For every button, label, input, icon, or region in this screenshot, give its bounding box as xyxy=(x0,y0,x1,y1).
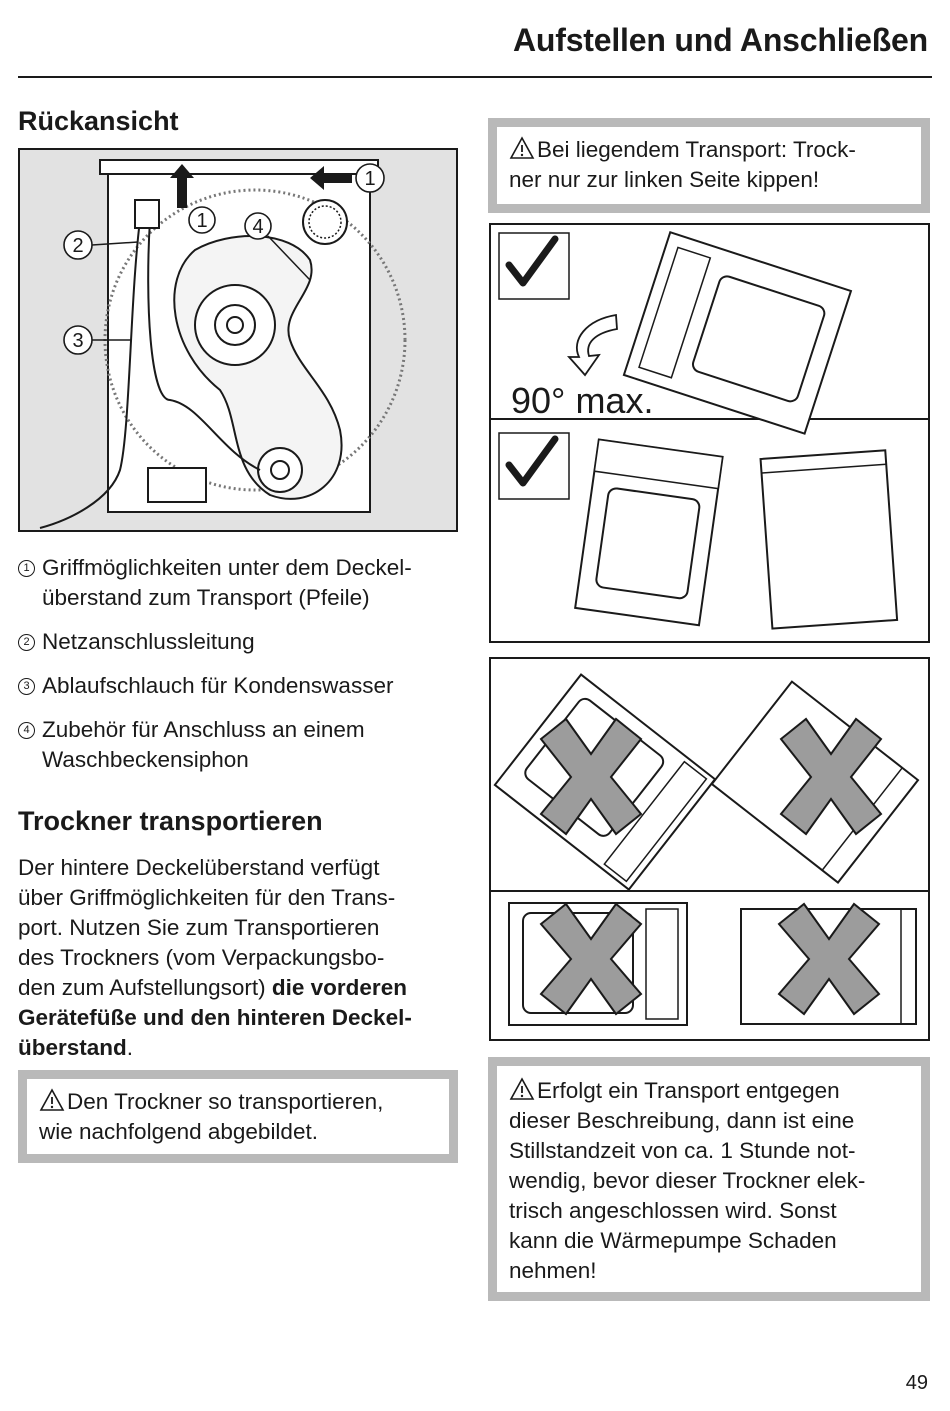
cross-icon xyxy=(539,902,643,1016)
callout-1-right: 1 xyxy=(364,168,375,190)
page-number: 49 xyxy=(905,1372,928,1394)
bold-text: Gerätefüße und den hinteren Deckel- xyxy=(18,1005,412,1030)
callout-2: 2 xyxy=(72,235,83,257)
rotate-arrow-icon xyxy=(566,313,618,377)
legend-text: Ablaufschlauch für Kondenswasser xyxy=(42,673,394,698)
cross-icon xyxy=(777,902,881,1016)
paragraph-line: Der hintere Deckelüberstand verfügt xyxy=(18,855,380,880)
transport-warning-box: Den Trockner so transportieren, wie nach… xyxy=(18,1070,458,1163)
transport-paragraph: Der hintere Deckelüberstand verfügt über… xyxy=(18,853,468,1063)
dryer-rear-illustration: 2 3 1 4 1 xyxy=(39,159,407,529)
forbidden-transport-illustration xyxy=(491,673,928,1026)
legend-text: Griffmöglichkeiten unter dem Deckel- xyxy=(42,555,412,580)
legend-text: Waschbeckensiphon xyxy=(42,747,249,772)
warning-text: Erfolgt ein Transport entgegen xyxy=(537,1078,840,1103)
warning-text: kann die Wärmepumpe Schaden xyxy=(509,1228,837,1253)
tilt-max-label: 90° max. xyxy=(511,380,653,421)
paragraph-line: über Griffmöglichkeiten für den Trans- xyxy=(18,885,396,910)
legend-number: 4 xyxy=(18,722,35,739)
warning-text: ner nur zur linken Seite kippen! xyxy=(509,167,820,192)
checkmark-icon xyxy=(505,235,559,287)
warning-text: nehmen! xyxy=(509,1258,597,1283)
allowed-transport-figure: 90° max. xyxy=(489,223,930,643)
legend-item: 3 Ablaufschlauch für Kondenswasser xyxy=(18,671,468,701)
warning-text: Den Trockner so transportieren, xyxy=(67,1089,384,1114)
cross-icon xyxy=(779,717,883,836)
warning-text: Bei liegendem Transport: Trock- xyxy=(537,137,856,162)
warning-triangle-icon xyxy=(39,1088,65,1111)
tilt-warning-box: Bei liegendem Transport: Trock- ner nur … xyxy=(488,118,930,213)
bold-text: überstand xyxy=(18,1035,127,1060)
checkmark-icon xyxy=(505,435,559,487)
page-header-title: Aufstellen und Anschließen xyxy=(513,22,928,58)
callout-1-left: 1 xyxy=(196,210,207,232)
cross-icon xyxy=(539,717,643,836)
paragraph-line: port. Nutzen Sie zum Transportieren xyxy=(18,915,380,940)
legend-number: 1 xyxy=(18,560,35,577)
warning-text: Stillstandzeit von ca. 1 Stunde not- xyxy=(509,1138,856,1163)
warning-text: wie nachfolgend abgebildet. xyxy=(39,1119,318,1144)
warning-text: wendig, bevor dieser Trockner elek- xyxy=(509,1168,866,1193)
legend-text: überstand zum Transport (Pfeile) xyxy=(42,585,370,610)
warning-text: dieser Beschreibung, dann ist eine xyxy=(509,1108,855,1133)
transport-heading: Trockner transportieren xyxy=(18,806,323,836)
forbidden-transport-figure xyxy=(489,657,930,1041)
paragraph-line: des Trockners (vom Verpackungsbo- xyxy=(18,945,385,970)
legend-text: Zubehör für Anschluss an einem xyxy=(42,717,365,742)
paragraph-line: den zum Aufstellungsort) xyxy=(18,975,266,1000)
warning-triangle-icon xyxy=(509,136,535,159)
rear-view-heading: Rückansicht xyxy=(18,106,179,136)
legend-item: 2 Netzanschlussleitung xyxy=(18,627,468,657)
downtime-warning-box: Erfolgt ein Transport entgegen dieser Be… xyxy=(488,1057,930,1301)
rear-view-legend: 1 Griffmöglichkeiten unter dem Deckel- ü… xyxy=(18,553,468,775)
legend-item: 4 Zubehör für Anschluss an einem Waschbe… xyxy=(18,715,468,775)
rear-view-figure: 2 3 1 4 1 xyxy=(18,148,458,532)
legend-number: 2 xyxy=(18,634,35,651)
left-arrow-icon xyxy=(310,166,352,190)
header-divider xyxy=(18,76,932,78)
up-arrow-icon xyxy=(170,164,194,208)
legend-number: 3 xyxy=(18,678,35,695)
warning-triangle-icon xyxy=(509,1077,535,1100)
callout-3: 3 xyxy=(72,330,83,352)
legend-item: 1 Griffmöglichkeiten unter dem Deckel- ü… xyxy=(18,553,468,613)
punctuation: . xyxy=(126,1035,134,1060)
allowed-transport-illustration: 90° max. xyxy=(491,231,928,630)
warning-text: trisch angeschlossen wird. Sonst xyxy=(509,1198,837,1223)
legend-text: Netzanschlussleitung xyxy=(42,629,255,654)
bold-text: die vorderen xyxy=(271,975,407,1000)
callout-4: 4 xyxy=(252,216,263,238)
